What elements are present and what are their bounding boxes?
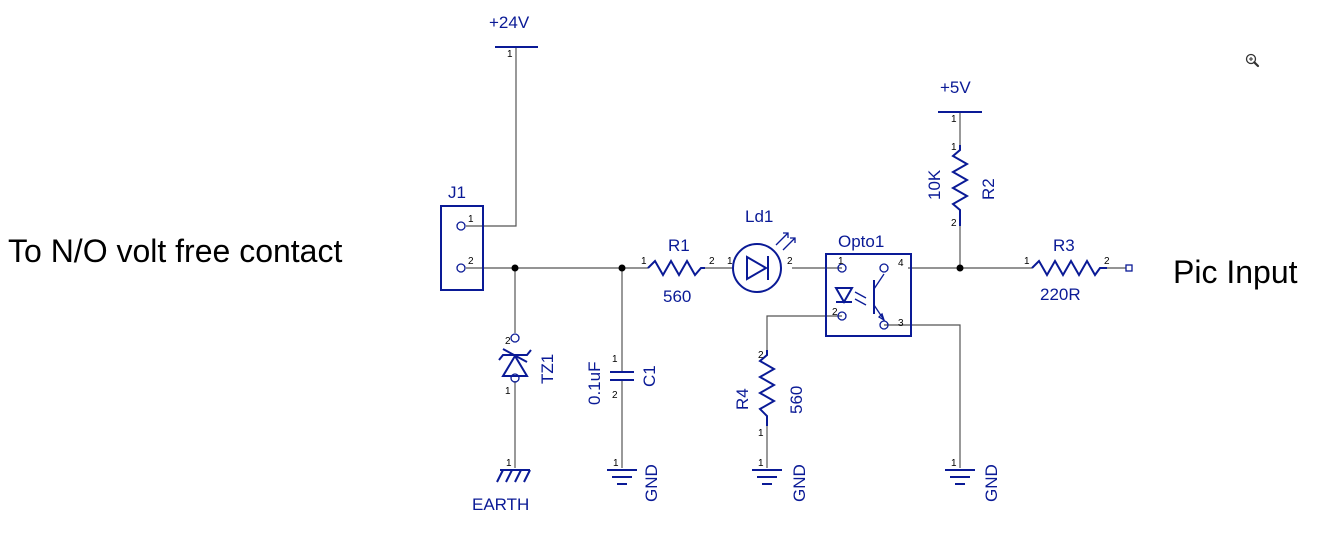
magnifier-glyph xyxy=(1245,53,1260,68)
svg-text:2: 2 xyxy=(787,256,793,267)
svg-text:1: 1 xyxy=(951,142,957,153)
rail-label-24v: +24V xyxy=(489,13,530,32)
svg-text:1: 1 xyxy=(1024,256,1030,267)
r3-ref: R3 xyxy=(1053,236,1075,255)
junction-dot xyxy=(956,264,964,272)
earth-ground-symbol: 1 EARTH xyxy=(472,458,531,514)
gnd-label-r4: GND xyxy=(790,464,809,502)
svg-text:2: 2 xyxy=(758,350,764,361)
svg-text:2: 2 xyxy=(709,256,715,267)
r2-value: 10K xyxy=(925,169,944,200)
c1-ref: C1 xyxy=(640,365,659,387)
svg-text:1: 1 xyxy=(951,458,957,469)
input-contact-label: To N/O volt free contact xyxy=(8,233,342,269)
r4-ref: R4 xyxy=(733,388,752,410)
r4-value: 560 xyxy=(787,386,806,414)
svg-text:2: 2 xyxy=(1104,256,1110,267)
optocoupler-opto1: 1 2 3 4 Opto1 xyxy=(825,232,912,337)
earth-label: EARTH xyxy=(472,495,529,514)
svg-text:1: 1 xyxy=(506,458,512,469)
svg-text:1: 1 xyxy=(641,256,647,267)
power-rail-5v: +5V 1 xyxy=(938,78,982,125)
svg-text:2: 2 xyxy=(468,256,474,267)
led-ld1: 1 2 Ld1 xyxy=(727,207,796,293)
pic-input-label: Pic Input xyxy=(1173,254,1298,290)
ground-symbol-opto: 1 GND xyxy=(945,458,1001,502)
gnd-label-opto: GND xyxy=(982,464,1001,502)
tz1-ref: TZ1 xyxy=(538,354,557,384)
wire-opto-emitter-to-gnd xyxy=(884,324,961,468)
svg-text:3: 3 xyxy=(898,318,904,329)
svg-text:2: 2 xyxy=(832,307,838,318)
svg-text:1: 1 xyxy=(758,428,764,439)
zoom-in-icon[interactable] xyxy=(1244,52,1262,70)
svg-text:4: 4 xyxy=(898,258,904,269)
r3-value: 220R xyxy=(1040,285,1081,304)
diode-tz1: 2 1 TZ1 xyxy=(498,333,557,397)
rail-label-5v: +5V xyxy=(940,78,971,97)
svg-text:1: 1 xyxy=(505,386,511,397)
c1-value: 0.1uF xyxy=(585,362,604,405)
ground-symbol-r4: 1 GND xyxy=(752,458,809,502)
svg-text:2: 2 xyxy=(505,336,511,347)
resistor-r4: 2 1 R4 560 xyxy=(733,350,806,439)
j1-ref: J1 xyxy=(448,183,466,202)
svg-text:1: 1 xyxy=(613,458,619,469)
junction-dot xyxy=(511,264,519,272)
resistor-r2: 1 2 10K R2 xyxy=(925,142,998,229)
svg-text:1: 1 xyxy=(838,256,844,267)
svg-text:1: 1 xyxy=(612,354,618,365)
svg-text:1: 1 xyxy=(758,458,764,469)
capacitor-c1: 1 2 0.1uF C1 xyxy=(585,354,659,405)
r1-ref: R1 xyxy=(668,236,690,255)
r2-ref: R2 xyxy=(979,178,998,200)
svg-text:1: 1 xyxy=(951,114,957,125)
svg-text:2: 2 xyxy=(612,390,618,401)
gnd-label-c1: GND xyxy=(642,464,661,502)
svg-text:1: 1 xyxy=(727,256,733,267)
power-rail-24v: +24V 1 xyxy=(489,13,538,60)
junction-dot xyxy=(618,264,626,272)
resistor-r1: 1 2 R1 560 xyxy=(641,236,715,306)
ld1-ref: Ld1 xyxy=(745,207,773,226)
svg-text:1: 1 xyxy=(468,214,474,225)
wire-opto-to-r4 xyxy=(766,315,842,350)
connector-j1: J1 1 2 xyxy=(440,183,484,291)
svg-text:2: 2 xyxy=(951,218,957,229)
wire-24v-to-j1 xyxy=(466,48,517,227)
ground-symbol-c1: 1 GND xyxy=(607,458,661,502)
r1-value: 560 xyxy=(663,287,691,306)
resistor-r3: 1 2 R3 220R xyxy=(1024,236,1110,304)
wires xyxy=(466,48,1126,468)
opto1-ref: Opto1 xyxy=(838,232,884,251)
svg-text:1: 1 xyxy=(507,49,513,60)
output-terminal xyxy=(1125,264,1133,272)
